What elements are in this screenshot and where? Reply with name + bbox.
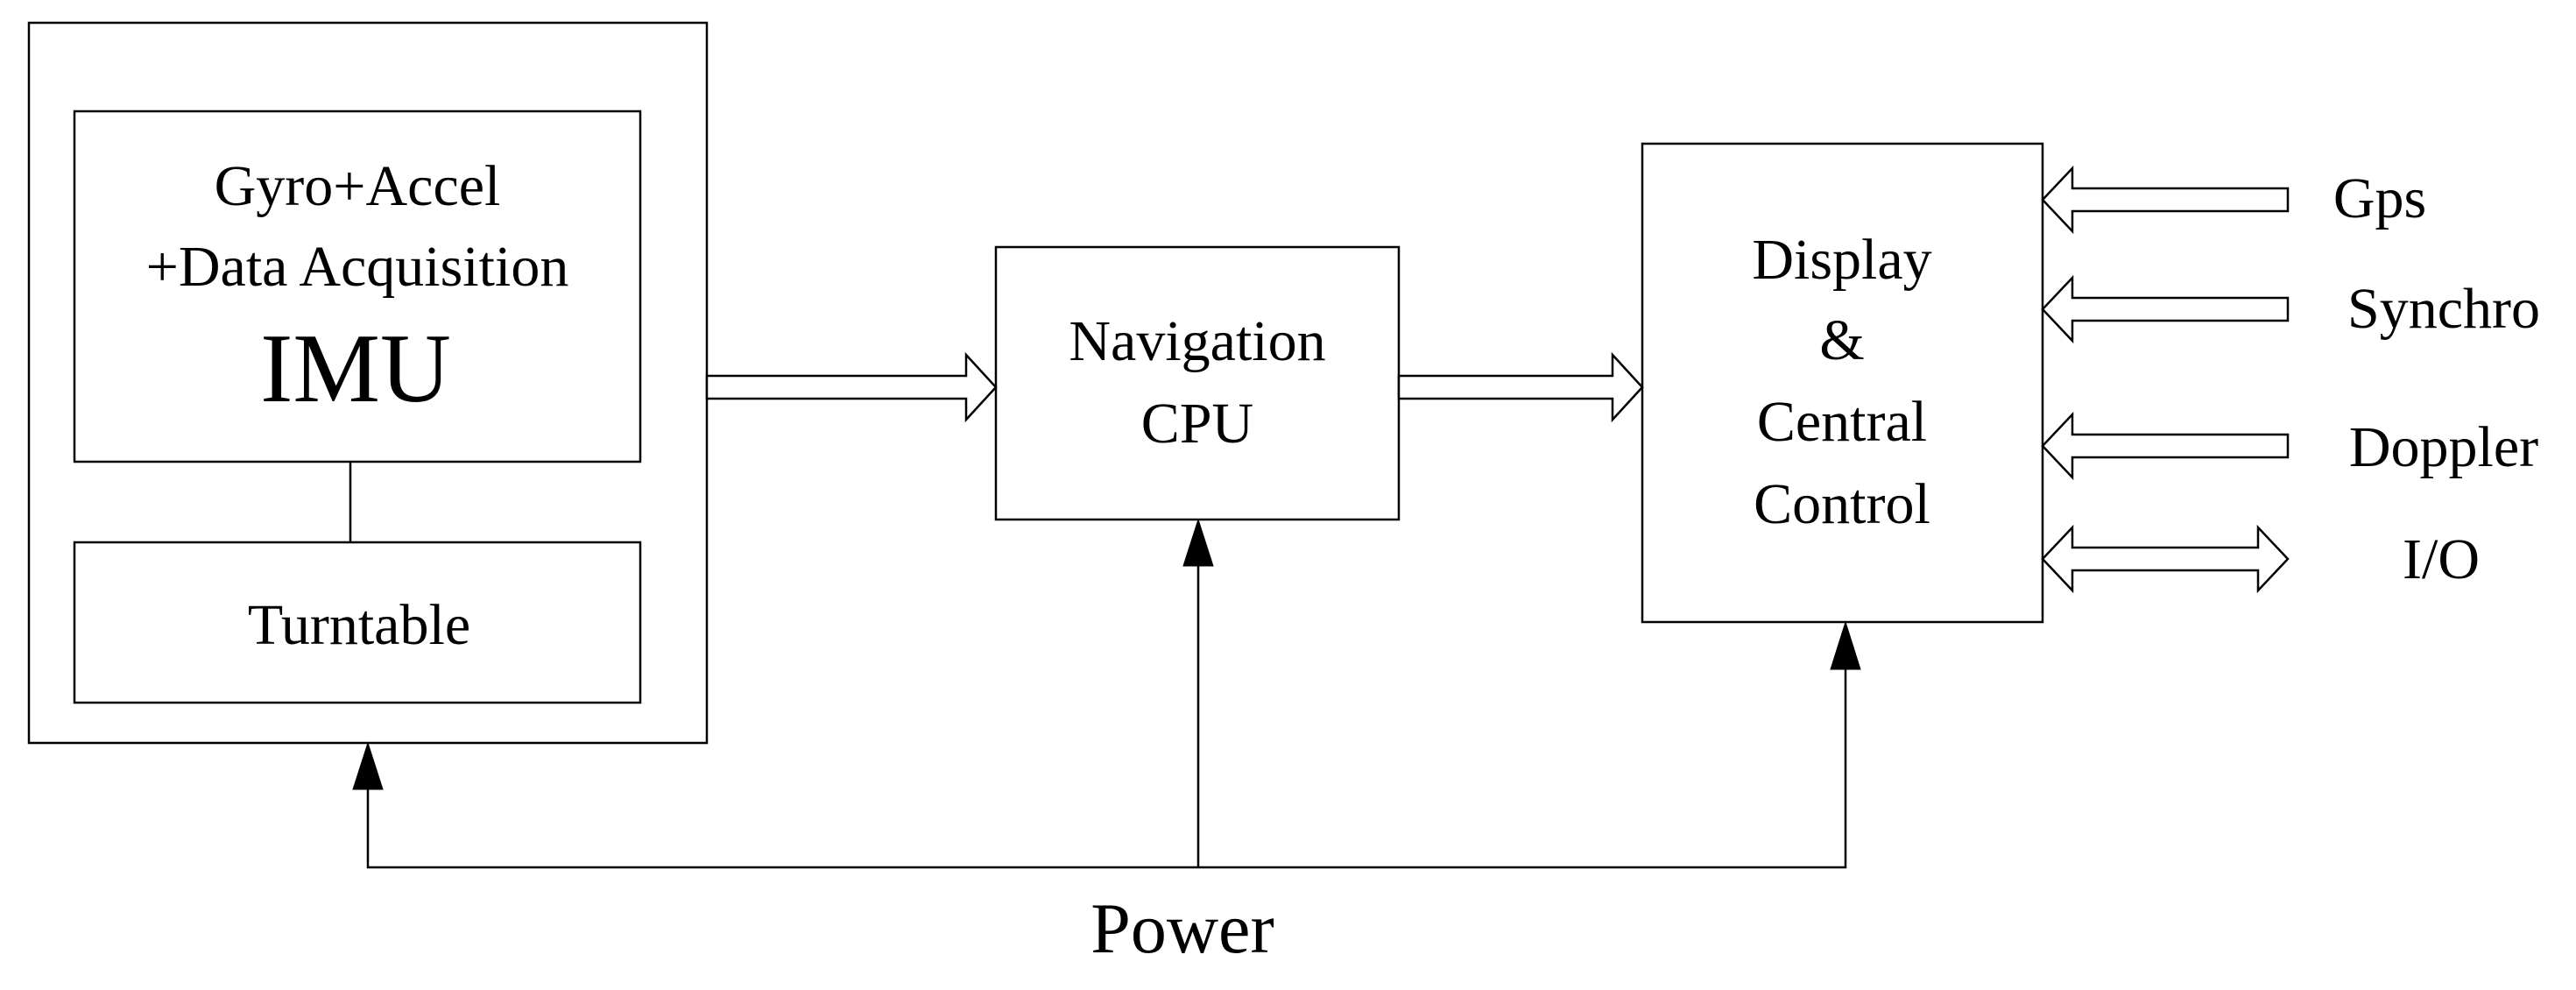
gps-label: Gps xyxy=(2333,166,2426,230)
io-label: I/O xyxy=(2403,527,2480,591)
io-bidirectional-arrow xyxy=(2041,524,2290,594)
power-to-display-arrowhead xyxy=(1830,620,1861,670)
imu-sensor-line1: Gyro+Accel xyxy=(215,154,501,218)
doppler-label: Doppler xyxy=(2349,415,2538,479)
imu-sensor-box xyxy=(73,110,642,463)
display-line1: Display xyxy=(1752,228,1931,292)
gps-input-arrow xyxy=(2041,165,2290,235)
display-line3: Central xyxy=(1757,390,1927,454)
imu-title: IMU xyxy=(260,315,451,423)
synchro-label: Synchro xyxy=(2347,277,2540,341)
nav-cpu-line1: Navigation xyxy=(1069,309,1325,373)
power-label: Power xyxy=(1090,888,1274,968)
display-control-box xyxy=(1641,142,2044,624)
turntable-box xyxy=(73,541,642,704)
power-bus-line xyxy=(366,666,1847,869)
imu-to-cpu-arrow xyxy=(705,351,998,423)
imu-sensor-line2: +Data Acquisition xyxy=(146,235,569,299)
display-line2: & xyxy=(1819,308,1864,372)
nav-cpu-line2: CPU xyxy=(1141,392,1253,456)
display-line4: Control xyxy=(1754,472,1930,536)
power-to-cpu-arrowhead xyxy=(1182,518,1214,567)
turntable-label: Turntable xyxy=(248,593,470,657)
nav-cpu-box xyxy=(994,245,1401,521)
cpu-to-display-arrow xyxy=(1397,351,1644,423)
doppler-input-arrow xyxy=(2041,411,2290,481)
synchro-input-arrow xyxy=(2041,274,2290,344)
power-to-imu-arrowhead xyxy=(352,741,384,790)
